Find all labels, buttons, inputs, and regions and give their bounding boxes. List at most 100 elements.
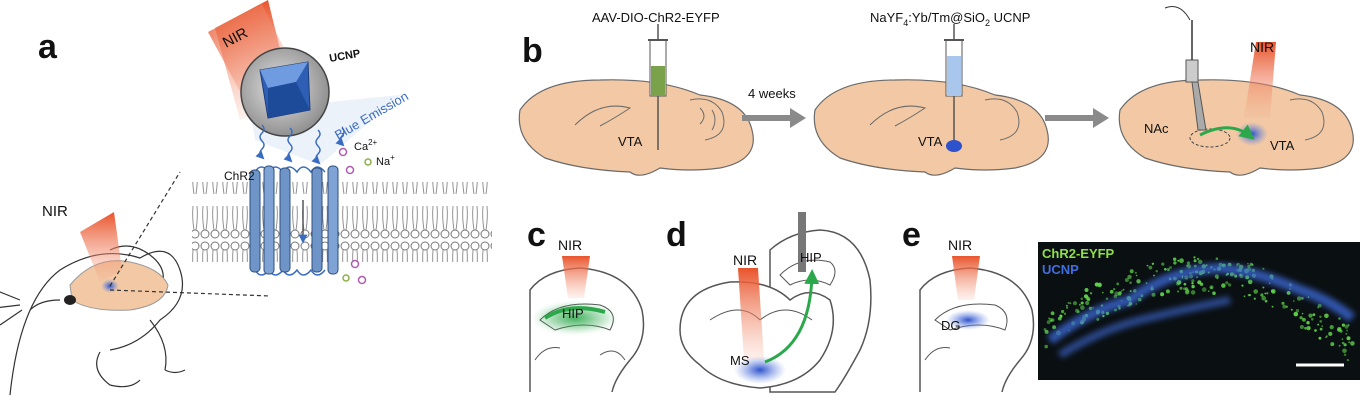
eyfp-speckle	[1348, 341, 1350, 344]
eyfp-speckle	[1050, 319, 1053, 322]
eyfp-speckle	[1301, 312, 1304, 315]
eyfp-speckle	[1253, 289, 1258, 294]
vta-label-3: VTA	[1270, 138, 1295, 153]
eyfp-speckle	[1312, 313, 1316, 317]
eyfp-speckle	[1179, 286, 1183, 290]
eyfp-speckle	[1282, 304, 1287, 309]
nac-label: NAc	[1144, 121, 1169, 136]
eyfp-speckle	[1318, 336, 1322, 340]
eyfp-speckle	[1308, 313, 1313, 318]
eyfp-speckle	[1134, 271, 1137, 274]
eyfp-speckle	[1046, 320, 1051, 325]
panel-letter-d: d	[666, 216, 687, 254]
eyfp-speckle	[1311, 317, 1314, 321]
eyfp-speckle	[1225, 274, 1228, 276]
eyfp-speckle	[1089, 292, 1093, 295]
eyfp-speckle	[1319, 320, 1323, 323]
nir-label-mouse: NIR	[42, 203, 68, 220]
ucnp-formula-label: NaYF4:Yb/Tm@SiO2 UCNP	[870, 10, 1030, 28]
ions	[338, 147, 372, 285]
eyfp-speckle	[1084, 288, 1089, 292]
dg-label: DG	[941, 318, 961, 333]
eyfp-speckle	[1346, 358, 1350, 362]
brain-sagittal-3	[1118, 6, 1354, 176]
eyfp-speckle	[1317, 323, 1320, 326]
eyfp-speckle	[1301, 296, 1304, 300]
panel-letter-a: a	[38, 28, 58, 66]
eyfp-speckle	[1317, 303, 1322, 308]
hip-label-c: HIP	[562, 306, 584, 321]
eyfp-speckle	[1169, 266, 1172, 269]
eyfp-speckle	[1210, 286, 1213, 289]
eyfp-speckle	[1136, 279, 1141, 284]
eyfp-speckle	[1102, 291, 1104, 294]
eyfp-speckle	[1124, 278, 1129, 282]
eyfp-speckle	[1343, 343, 1347, 347]
eyfp-speckle	[1344, 324, 1349, 329]
eyfp-speckle	[1346, 329, 1349, 332]
mouse-eye-icon	[64, 295, 76, 305]
eyfp-speckle	[1345, 332, 1348, 335]
eyfp-speckle	[1193, 256, 1196, 259]
eyfp-speckle	[1061, 309, 1065, 314]
eyfp-speckle	[1266, 292, 1269, 295]
panel-a: NIR UCNP Blue Emission	[0, 0, 492, 396]
nir-beam-mouse	[80, 212, 122, 282]
eyfp-speckle	[1196, 276, 1198, 279]
eyfp-speckle	[1341, 323, 1345, 327]
brain-sagittal-1	[518, 24, 754, 176]
nir-label-b: NIR	[1250, 39, 1274, 55]
eyfp-speckle	[1325, 335, 1328, 338]
legend-ucnp: UCNP	[1042, 262, 1079, 277]
eyfp-speckle	[1078, 303, 1081, 306]
eyfp-speckle	[1221, 283, 1226, 288]
ca-label: Ca2+	[354, 138, 378, 153]
eyfp-speckle	[1236, 263, 1238, 266]
eyfp-speckle	[1191, 284, 1195, 289]
eyfp-speckle	[1314, 329, 1317, 332]
eyfp-speckle	[1342, 348, 1347, 354]
eyfp-speckle	[1271, 289, 1276, 294]
eyfp-speckle	[1329, 325, 1334, 330]
eyfp-speckle	[1201, 287, 1207, 292]
eyfp-speckle	[1153, 274, 1155, 277]
eyfp-speckle	[1225, 281, 1229, 285]
eyfp-speckle	[1080, 297, 1084, 301]
eyfp-speckle	[1198, 259, 1203, 264]
eyfp-speckle	[1044, 329, 1049, 334]
eyfp-speckle	[1346, 336, 1351, 341]
eyfp-speckle	[1262, 286, 1265, 289]
eyfp-speckle	[1165, 289, 1170, 294]
eyfp-speckle	[1350, 341, 1355, 346]
panel-d: d NIR HIP MS	[666, 212, 872, 393]
eyfp-speckle	[1052, 325, 1056, 330]
aav-label: AAV-DIO-ChR2-EYFP	[592, 10, 720, 25]
eyfp-speckle	[1281, 301, 1285, 305]
panel-letter-b: b	[522, 32, 543, 70]
eyfp-speckle	[1304, 326, 1307, 330]
eyfp-speckle	[1317, 306, 1320, 309]
vta-label-2: VTA	[918, 134, 943, 149]
eyfp-speckle	[1247, 294, 1250, 297]
nir-label-c: NIR	[558, 237, 582, 253]
eyfp-speckle	[1337, 328, 1341, 332]
eyfp-speckle	[1063, 312, 1067, 315]
eyfp-speckle	[1185, 289, 1190, 293]
eyfp-speckle	[1293, 311, 1299, 317]
eyfp-speckle	[1072, 301, 1078, 306]
eyfp-speckle	[1075, 308, 1079, 313]
eyfp-speckle	[1338, 344, 1341, 347]
eyfp-speckle	[1247, 279, 1253, 285]
eyfp-speckle	[1146, 264, 1149, 267]
vta-label-1: VTA	[618, 134, 643, 149]
eyfp-speckle	[1330, 342, 1335, 347]
eyfp-speckle	[1264, 292, 1267, 295]
eyfp-speckle	[1341, 341, 1345, 345]
eyfp-speckle	[1193, 259, 1197, 263]
eyfp-speckle	[1292, 300, 1295, 302]
eyfp-speckle	[1253, 297, 1256, 300]
eyfp-speckle	[1173, 261, 1177, 265]
nir-label-d: NIR	[733, 252, 757, 268]
eyfp-speckle	[1121, 289, 1123, 292]
eyfp-speckle	[1262, 267, 1265, 270]
